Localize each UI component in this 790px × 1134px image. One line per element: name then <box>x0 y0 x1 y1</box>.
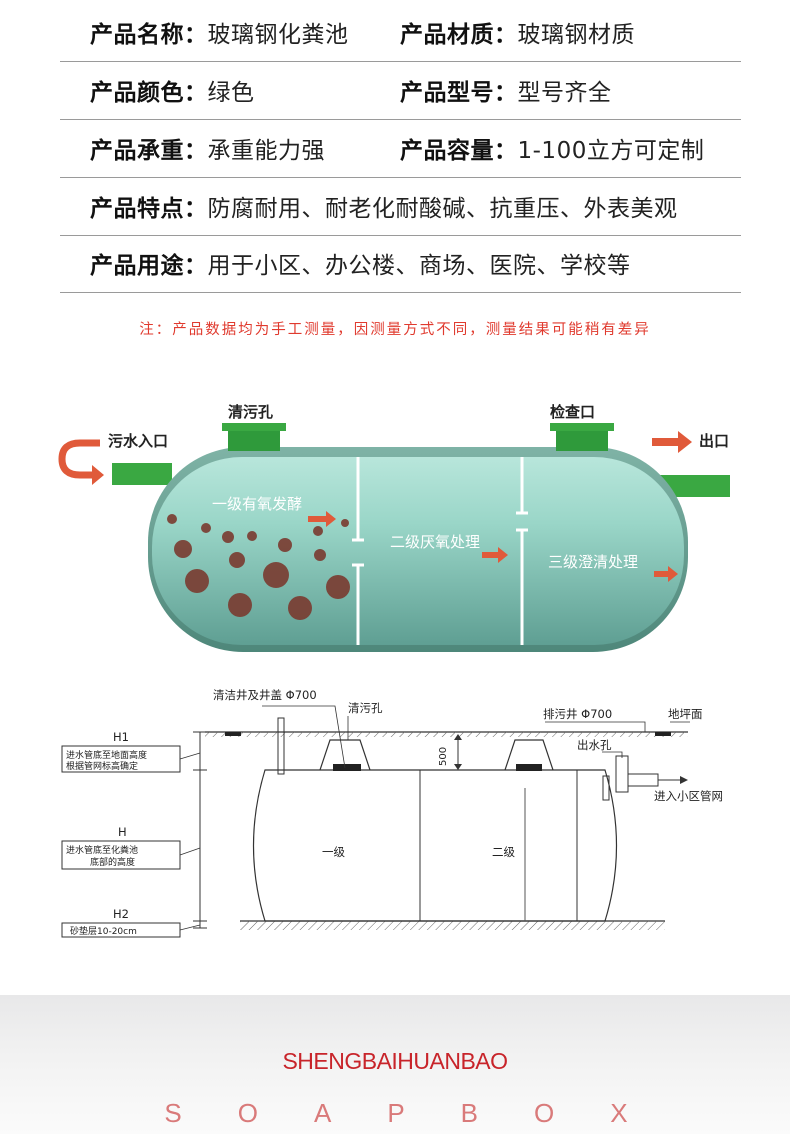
manhole-2 <box>504 739 554 771</box>
spec-item-capacity: 产品容量：1-100立方可定制 <box>400 131 704 165</box>
spec-item-features: 产品特点：防腐耐用、耐老化耐酸碱、抗重压、外表美观 <box>90 189 678 223</box>
spec-item-material: 产品材质：玻璃钢材质 <box>400 15 635 49</box>
chamber1-label: 一级 <box>322 845 345 859</box>
flow-arrow-3 <box>654 566 678 582</box>
inlet-label: 污水入口 <box>108 432 168 450</box>
spec-label: 产品用途： <box>90 253 208 279</box>
network-label: 进入小区管网 <box>654 789 723 803</box>
h2-desc: 砂垫层10-20cm <box>70 925 137 937</box>
section-diagram: 清洁井及井盖 Φ700 清污孔 排污井 Φ700 地坪面 出水孔 进入小区管网 … <box>61 688 723 938</box>
sludge-particles <box>167 514 350 620</box>
h1-title: H1 <box>113 730 129 744</box>
spec-value: 玻璃钢材质 <box>517 22 635 48</box>
flow-arrow-1 <box>308 511 336 527</box>
spec-value: 承重能力强 <box>207 138 325 164</box>
inspection-label: 检查口 <box>550 403 595 421</box>
outlet-label: 出口 <box>699 432 729 450</box>
inlet-arrow-icon <box>58 439 100 479</box>
cleanout-section-label: 清污孔 <box>348 701 383 715</box>
drain-well-label: 排污井 Φ700 <box>543 707 612 721</box>
outlet-arrow-icon <box>652 431 692 453</box>
brand-name: SHENGBAIHUANBAO <box>282 1048 508 1074</box>
spec-label: 产品颜色： <box>90 80 208 106</box>
depth-label: 500 <box>438 747 449 766</box>
spec-row-5: 产品用途：用于小区、办公楼、商场、医院、学校等 <box>60 236 741 293</box>
brand-letters: SOAPBOX <box>164 1098 684 1128</box>
spec-row-2: 产品颜色：绿色 产品型号：型号齐全 <box>60 63 741 120</box>
cleanout-label: 清污孔 <box>228 403 273 421</box>
spec-item-usage: 产品用途：用于小区、办公楼、商场、医院、学校等 <box>90 246 631 280</box>
spec-value: 绿色 <box>207 80 255 106</box>
h1-desc-line1: 进水管底至地面高度 <box>66 749 147 761</box>
spec-row-3: 产品承重：承重能力强 产品容量：1-100立方可定制 <box>60 121 741 178</box>
inlet-pipe <box>112 463 172 485</box>
manhole-1 <box>319 739 371 771</box>
spec-item-model: 产品型号：型号齐全 <box>400 73 612 107</box>
stage1-label: 一级有氧发酵 <box>212 495 302 513</box>
ground-label: 地坪面 <box>668 707 703 721</box>
outlet-pipe <box>660 475 730 497</box>
flow-arrow-2 <box>482 547 508 563</box>
spec-row-1: 产品名称：玻璃钢化粪池 产品材质：玻璃钢材质 <box>60 5 741 62</box>
h-title: H <box>118 825 127 839</box>
spec-value: 1-100立方可定制 <box>517 138 705 164</box>
stage2-label: 二级厌氧处理 <box>390 533 480 551</box>
spec-label: 产品材质： <box>400 22 518 48</box>
spec-label: 产品型号： <box>400 80 518 106</box>
measurement-note: 注：产品数据均为手工测量，因测量方式不同，测量结果可能稍有差异 <box>139 322 651 338</box>
spec-value: 用于小区、办公楼、商场、医院、学校等 <box>207 253 631 279</box>
h-desc-line1: 进水管底至化粪池 <box>66 844 138 856</box>
stage3-label: 三级澄清处理 <box>548 553 638 571</box>
spec-item-color: 产品颜色：绿色 <box>90 73 255 107</box>
spec-value: 型号齐全 <box>517 80 612 106</box>
tank-illustration: 污水入口 清污孔 检查口 出口 一级有氧发酵 二级厌氧处理 三级澄清处理 <box>58 403 730 652</box>
h-desc-line2: 底部的高度 <box>90 856 135 868</box>
manhole-label: 清洁井及井盖 Φ700 <box>213 688 317 702</box>
spec-label: 产品名称： <box>90 22 208 48</box>
spec-item-load: 产品承重：承重能力强 <box>90 131 325 165</box>
outlet-hole-label: 出水孔 <box>577 738 612 752</box>
h2-title: H2 <box>113 907 129 921</box>
spec-label: 产品特点： <box>90 196 208 222</box>
spec-value: 防腐耐用、耐老化耐酸碱、抗重压、外表美观 <box>207 196 678 222</box>
spec-row-4: 产品特点：防腐耐用、耐老化耐酸碱、抗重压、外表美观 <box>60 179 741 236</box>
tank-outline <box>252 769 618 922</box>
chamber2-label: 二级 <box>492 845 515 859</box>
footer-band <box>0 995 790 1134</box>
spec-label: 产品承重： <box>90 138 208 164</box>
spec-label: 产品容量： <box>400 138 518 164</box>
h1-desc-line2: 根据管网标高确定 <box>66 760 138 772</box>
spec-value: 玻璃钢化粪池 <box>207 22 349 48</box>
spec-item-name: 产品名称：玻璃钢化粪池 <box>90 15 349 49</box>
